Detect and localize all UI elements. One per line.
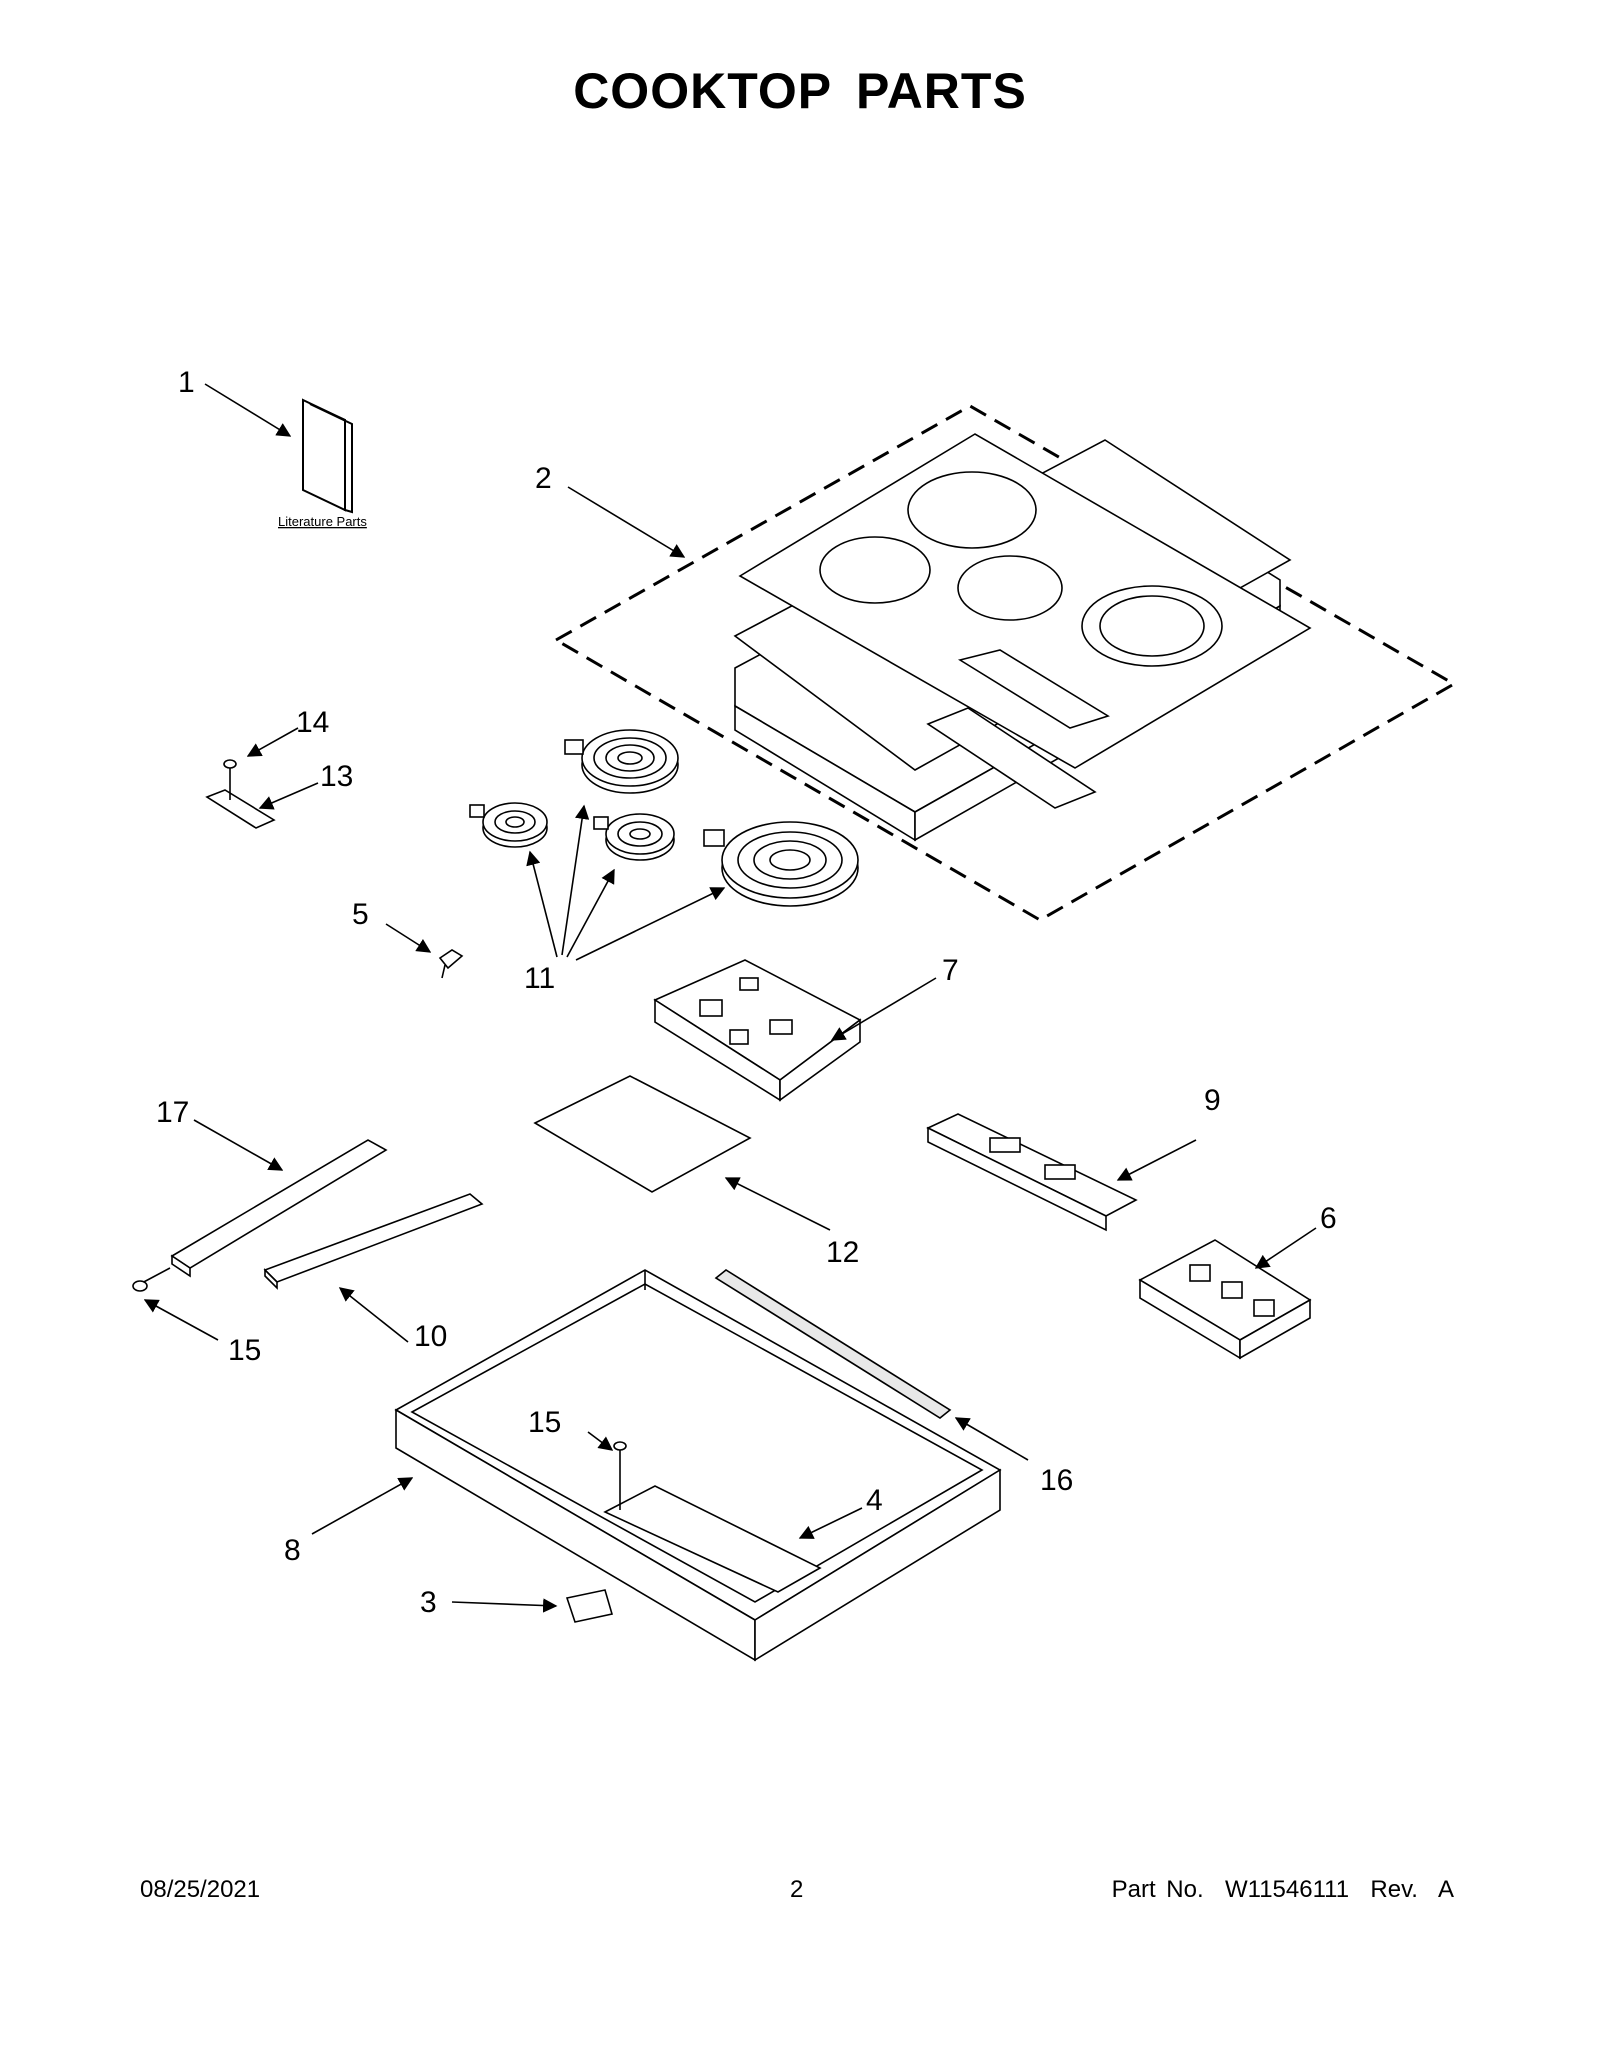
relay-board-6 — [1138, 1239, 1312, 1360]
footer-page-number: 2 — [790, 1876, 804, 1903]
cooktop-base-box-8 — [132, 1267, 1002, 1662]
cooktop-glass-assembly — [552, 404, 1458, 922]
literature-parts-booklet — [302, 398, 353, 514]
callout-12: 12 — [826, 1236, 859, 1269]
element-small-left — [469, 802, 548, 848]
callout-17: 17 — [156, 1096, 189, 1129]
footer-part-number: Part No. W11546111 Rev. A — [1111, 1876, 1454, 1903]
touch-control-board-9 — [926, 1113, 1138, 1232]
wire-clip — [438, 949, 464, 979]
callout-14: 14 — [296, 706, 329, 739]
callout-16: 16 — [1040, 1464, 1073, 1497]
callout-3: 3 — [420, 1586, 437, 1619]
callout-labels: 1 2 3 4 5 6 7 8 9 10 11 12 13 14 15 15 1… — [156, 366, 1337, 1619]
foam-strip-16 — [714, 1269, 952, 1419]
callout-13: 13 — [320, 760, 353, 793]
callout-15-left: 15 — [228, 1334, 261, 1367]
mounting-bracket-and-screw — [205, 759, 276, 829]
literature-parts-label: Literature Parts — [278, 514, 367, 529]
callout-9: 9 — [1204, 1084, 1221, 1117]
callout-4: 4 — [866, 1484, 883, 1517]
footer-date: 08/25/2021 — [140, 1876, 261, 1903]
callout-8: 8 — [284, 1534, 301, 1567]
control-board-7 — [653, 959, 862, 1102]
element-large-back — [564, 729, 679, 794]
element-large-front — [703, 821, 859, 907]
callout-2: 2 — [535, 462, 552, 495]
callout-10: 10 — [414, 1320, 447, 1353]
rail-10 — [263, 1193, 484, 1283]
callout-15-inner: 15 — [528, 1406, 561, 1439]
leader-arrows — [143, 383, 1317, 1613]
shield-plate-12 — [533, 1075, 752, 1193]
element-small-center — [593, 813, 675, 861]
page-title: COOKTOP PARTS — [573, 63, 1027, 119]
callout-1: 1 — [178, 366, 195, 399]
side-rails — [170, 1139, 484, 1290]
callout-11: 11 — [524, 962, 555, 995]
callout-5: 5 — [352, 898, 369, 931]
radiant-surface-elements — [469, 729, 859, 907]
callout-6: 6 — [1320, 1202, 1337, 1235]
callout-7: 7 — [942, 954, 959, 987]
